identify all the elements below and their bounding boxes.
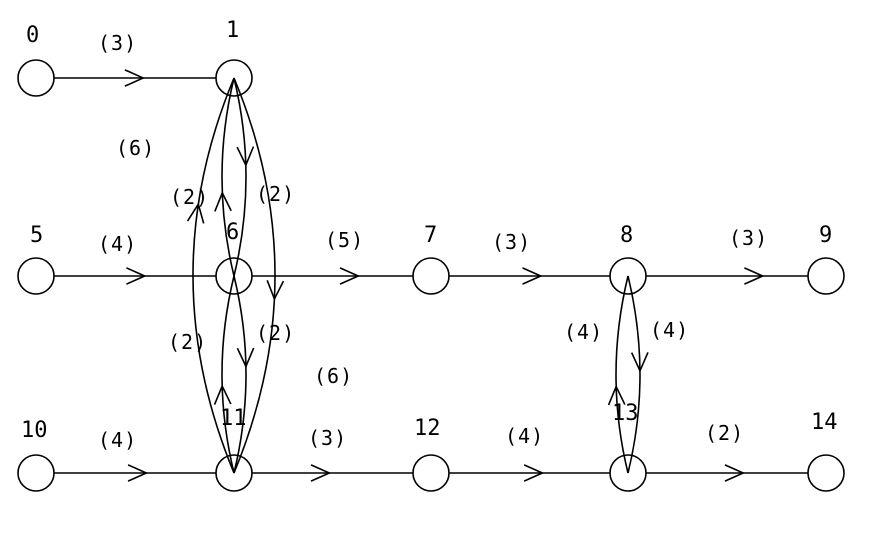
edge-6-11-arrowhead [236,347,255,369]
node-7 [412,257,450,295]
edge-weight-11-6: (2) [168,330,208,354]
edge-weight-12-13: (4) [505,424,545,448]
edge-12-13-arrowhead [523,464,545,482]
edge-11-1-arrowhead [186,202,205,224]
edge-1-11 [233,77,276,474]
edge-6-7-arrowhead [339,267,361,285]
edge-weight-13-8: (4) [564,320,604,344]
edge-10-11-arrowhead [127,464,149,482]
node-0 [17,59,55,97]
node-label-10: 10 [21,418,48,443]
edge-7-8-arrowhead [522,267,543,285]
node-12 [412,454,450,492]
edge-weight-11-12: (3) [308,426,348,450]
node-label-12: 12 [414,416,441,441]
edge-1-6-arrowhead [236,146,255,168]
edge-13-8 [615,275,629,474]
edge-weight-8-13: (4) [650,318,690,342]
edge-weight-1-6: (2) [256,182,296,206]
edge-weight-6-7: (5) [325,228,365,252]
edge-weight-7-8: (3) [492,230,532,254]
node-label-14: 14 [811,410,838,435]
edge-11-12-arrowhead [310,464,332,482]
edge-weight-13-14: (2) [705,421,745,445]
edge-1-6 [233,77,247,277]
edge-weight-6-1: (2) [170,185,210,209]
edge-11-6 [221,275,235,474]
edge-weight-11-1: (6) [116,136,156,160]
node-label-11: 11 [220,406,247,431]
node-1 [215,59,253,97]
edge-weight-0-1: (3) [98,31,138,55]
node-label-6: 6 [226,220,240,245]
node-label-5: 5 [30,223,44,248]
edge-weight-6-11: (2) [256,321,296,345]
node-label-9: 9 [819,223,833,248]
node-10 [17,454,55,492]
node-9 [807,257,845,295]
node-5 [17,257,55,295]
edge-weight-8-9: (3) [729,226,769,250]
edge-6-1 [221,77,235,277]
node-11 [215,454,253,492]
edge-8-13 [627,275,641,474]
node-label-13: 13 [612,401,639,426]
edge-6-11 [233,275,247,474]
edge-weight-1-11: (6) [314,364,354,388]
edge-8-13-arrowhead [630,352,649,373]
node-label-0: 0 [26,23,40,48]
edge-6-1-arrowhead [214,190,232,212]
edge-8-9-arrowhead [744,267,765,285]
edge-5-6-arrowhead [126,267,147,285]
edge-13-8-arrowhead [607,384,626,406]
node-6 [215,257,253,295]
edge-weight-5-6: (4) [98,232,138,256]
edge-weight-10-11: (4) [98,428,138,452]
edge-0-1-arrowhead [124,69,146,87]
edge-1-11-arrowhead [266,280,285,301]
node-13 [609,454,647,492]
edge-11-1 [192,77,235,474]
node-14 [807,454,845,492]
node-8 [609,257,647,295]
node-label-8: 8 [620,223,634,248]
node-label-7: 7 [424,223,438,248]
edge-13-14-arrowhead [724,464,746,482]
edge-11-6-arrowhead [213,384,232,405]
node-label-1: 1 [226,18,240,43]
